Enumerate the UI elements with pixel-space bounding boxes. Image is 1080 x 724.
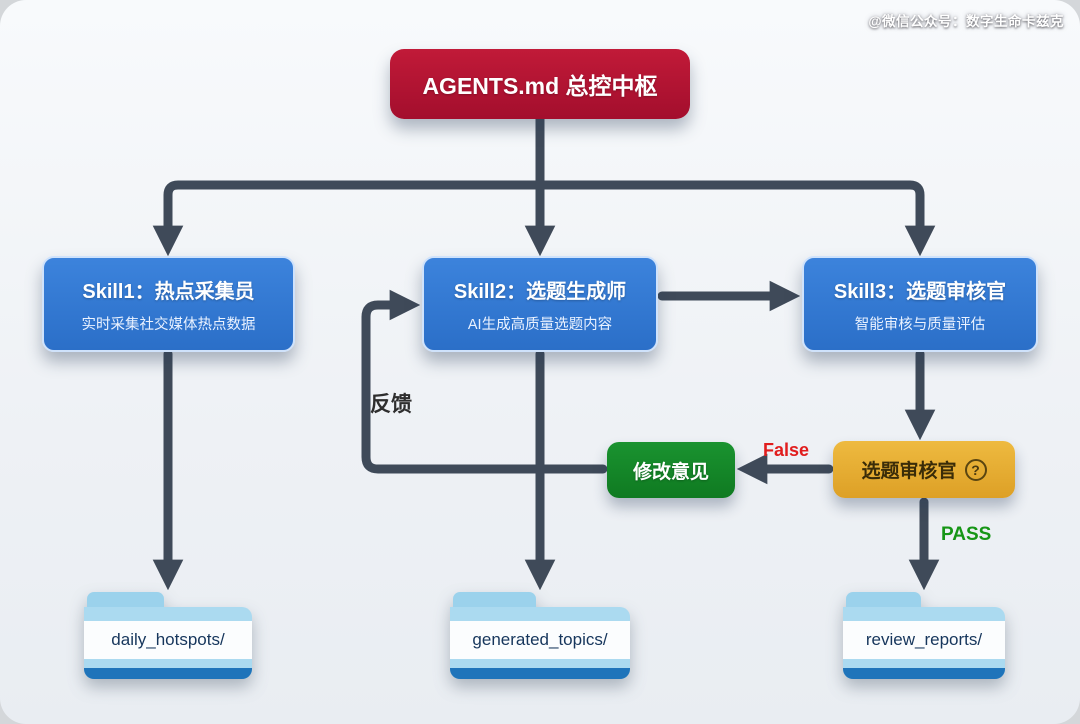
folder-daily-hotspots: daily_hotspots/	[84, 592, 252, 679]
agents-hub-label: AGENTS.md 总控中枢	[422, 73, 658, 99]
folder-body-icon: review_reports/	[843, 607, 1005, 679]
edge-root-to-skill1	[152, 180, 545, 257]
folder-edge	[450, 668, 630, 679]
skill1-title: Skill1：热点采集员	[82, 280, 255, 303]
review-gate-label: 选题审核官	[861, 461, 957, 482]
folder-body-icon: generated_topics/	[450, 607, 630, 679]
node-review-gate: 选题审核官 ?	[833, 441, 1015, 498]
node-skill1-hotspot-collector: Skill1：热点采集员 实时采集社交媒体热点数据	[42, 256, 295, 352]
folder-review-reports-label: review_reports/	[843, 621, 1005, 659]
folder-tab-icon	[453, 592, 536, 607]
node-skill3-topic-reviewer: Skill3：选题审核官 智能审核与质量评估	[802, 256, 1038, 352]
folder-tab-icon	[87, 592, 165, 607]
skill2-subtitle: AI生成高质量选题内容	[467, 316, 613, 333]
folder-generated-topics: generated_topics/	[450, 592, 630, 679]
question-icon: ?	[964, 458, 987, 481]
revision-label: 修改意见	[632, 461, 709, 483]
folder-edge	[843, 668, 1005, 679]
node-revision-feedback: 修改意见	[607, 442, 735, 498]
node-agents-hub: AGENTS.md 总控中枢	[390, 49, 690, 119]
skill3-title: Skill3：选题审核官	[833, 280, 1007, 303]
watermark: @微信公众号：数字生命卡兹克	[868, 14, 1064, 29]
node-skill2-topic-generator: Skill2：选题生成师 AI生成高质量选题内容	[422, 256, 658, 352]
edge-label-feedback: 反馈	[370, 393, 412, 416]
edge-root-to-skill3	[535, 180, 936, 257]
edge-label-false: False	[763, 440, 810, 460]
folder-review-reports: review_reports/	[843, 592, 1005, 679]
folder-body-icon: daily_hotspots/	[84, 607, 252, 679]
folder-generated-topics-label: generated_topics/	[450, 621, 630, 659]
skill1-subtitle: 实时采集社交媒体热点数据	[81, 316, 256, 333]
skill3-subtitle: 智能审核与质量评估	[854, 316, 986, 333]
edge-label-pass: PASS	[941, 524, 992, 545]
folder-tab-icon	[846, 592, 921, 607]
folder-edge	[84, 668, 252, 679]
folder-daily-hotspots-label: daily_hotspots/	[84, 621, 252, 659]
skill2-title: Skill2：选题生成师	[453, 280, 627, 303]
